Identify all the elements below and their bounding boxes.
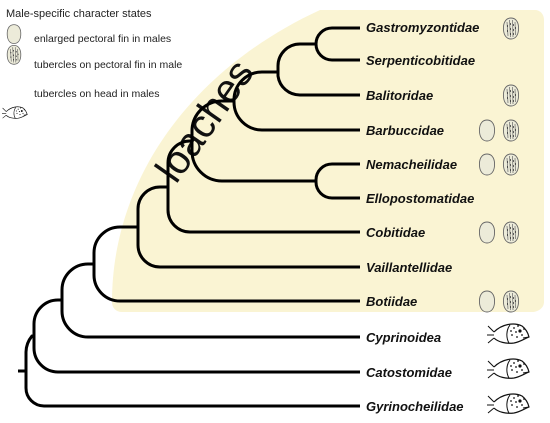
taxon-botiidae: Botiidae bbox=[366, 294, 417, 309]
fish-head-tubercles-icon bbox=[486, 358, 530, 379]
legend-item-enlarged-fin: enlarged pectoral fin in males bbox=[34, 33, 171, 45]
pectoral-fin-tubercles-icon bbox=[502, 119, 520, 142]
taxon-ellopostomatidae: Ellopostomatidae bbox=[366, 191, 474, 206]
legend-title: Male-specific character states bbox=[6, 8, 152, 20]
legend-item-head-tubercles: tubercles on head in males bbox=[34, 88, 160, 100]
phylogenetic-tree bbox=[18, 26, 360, 408]
taxon-serpenticobitidae: Serpenticobitidae bbox=[366, 53, 475, 68]
pectoral-fin-plain-icon bbox=[478, 153, 496, 176]
pectoral-fin-tubercles-icon bbox=[502, 17, 520, 40]
pectoral-fin-tubercles-icon bbox=[502, 84, 520, 107]
pectoral-fin-plain-icon bbox=[478, 119, 496, 142]
taxon-gyrinocheilidae: Gyrinocheilidae bbox=[366, 399, 464, 414]
taxon-labels: Gastromyzontidae Serpenticobitidae Balit… bbox=[366, 20, 479, 414]
taxon-catostomidae: Catostomidae bbox=[366, 365, 452, 380]
pectoral-fin-plain-icon bbox=[478, 221, 496, 244]
pectoral-fin-tubercles-icon bbox=[502, 290, 520, 313]
taxon-vaillantellidae: Vaillantellidae bbox=[366, 260, 452, 275]
fish-head-tubercles-icon bbox=[486, 393, 530, 414]
pectoral-fin-tubercles-icon bbox=[6, 44, 22, 65]
taxon-nemacheilidae: Nemacheilidae bbox=[366, 157, 457, 172]
pectoral-fin-plain-icon bbox=[478, 290, 496, 313]
pectoral-fin-plain-icon bbox=[6, 24, 22, 44]
taxon-barbuccidae: Barbuccidae bbox=[366, 123, 444, 138]
taxon-cobitidae: Cobitidae bbox=[366, 225, 425, 240]
pectoral-fin-tubercles-icon bbox=[502, 153, 520, 176]
loaches-clade-background bbox=[112, 10, 544, 312]
legend-item-fin-tubercles: tubercles on pectoral fin in male bbox=[34, 59, 182, 71]
fish-head-tubercles-icon bbox=[1, 106, 28, 119]
fish-head-tubercles-icon bbox=[486, 323, 530, 344]
branch-gyrinocheilidae bbox=[24, 334, 360, 408]
taxon-gastromyzontidae: Gastromyzontidae bbox=[366, 20, 479, 35]
taxon-balitoridae: Balitoridae bbox=[366, 88, 433, 103]
pectoral-fin-tubercles-icon bbox=[502, 221, 520, 244]
taxon-cyprinoidea: Cyprinoidea bbox=[366, 330, 441, 345]
legend: Male-specific character states enlarged … bbox=[1, 8, 182, 119]
